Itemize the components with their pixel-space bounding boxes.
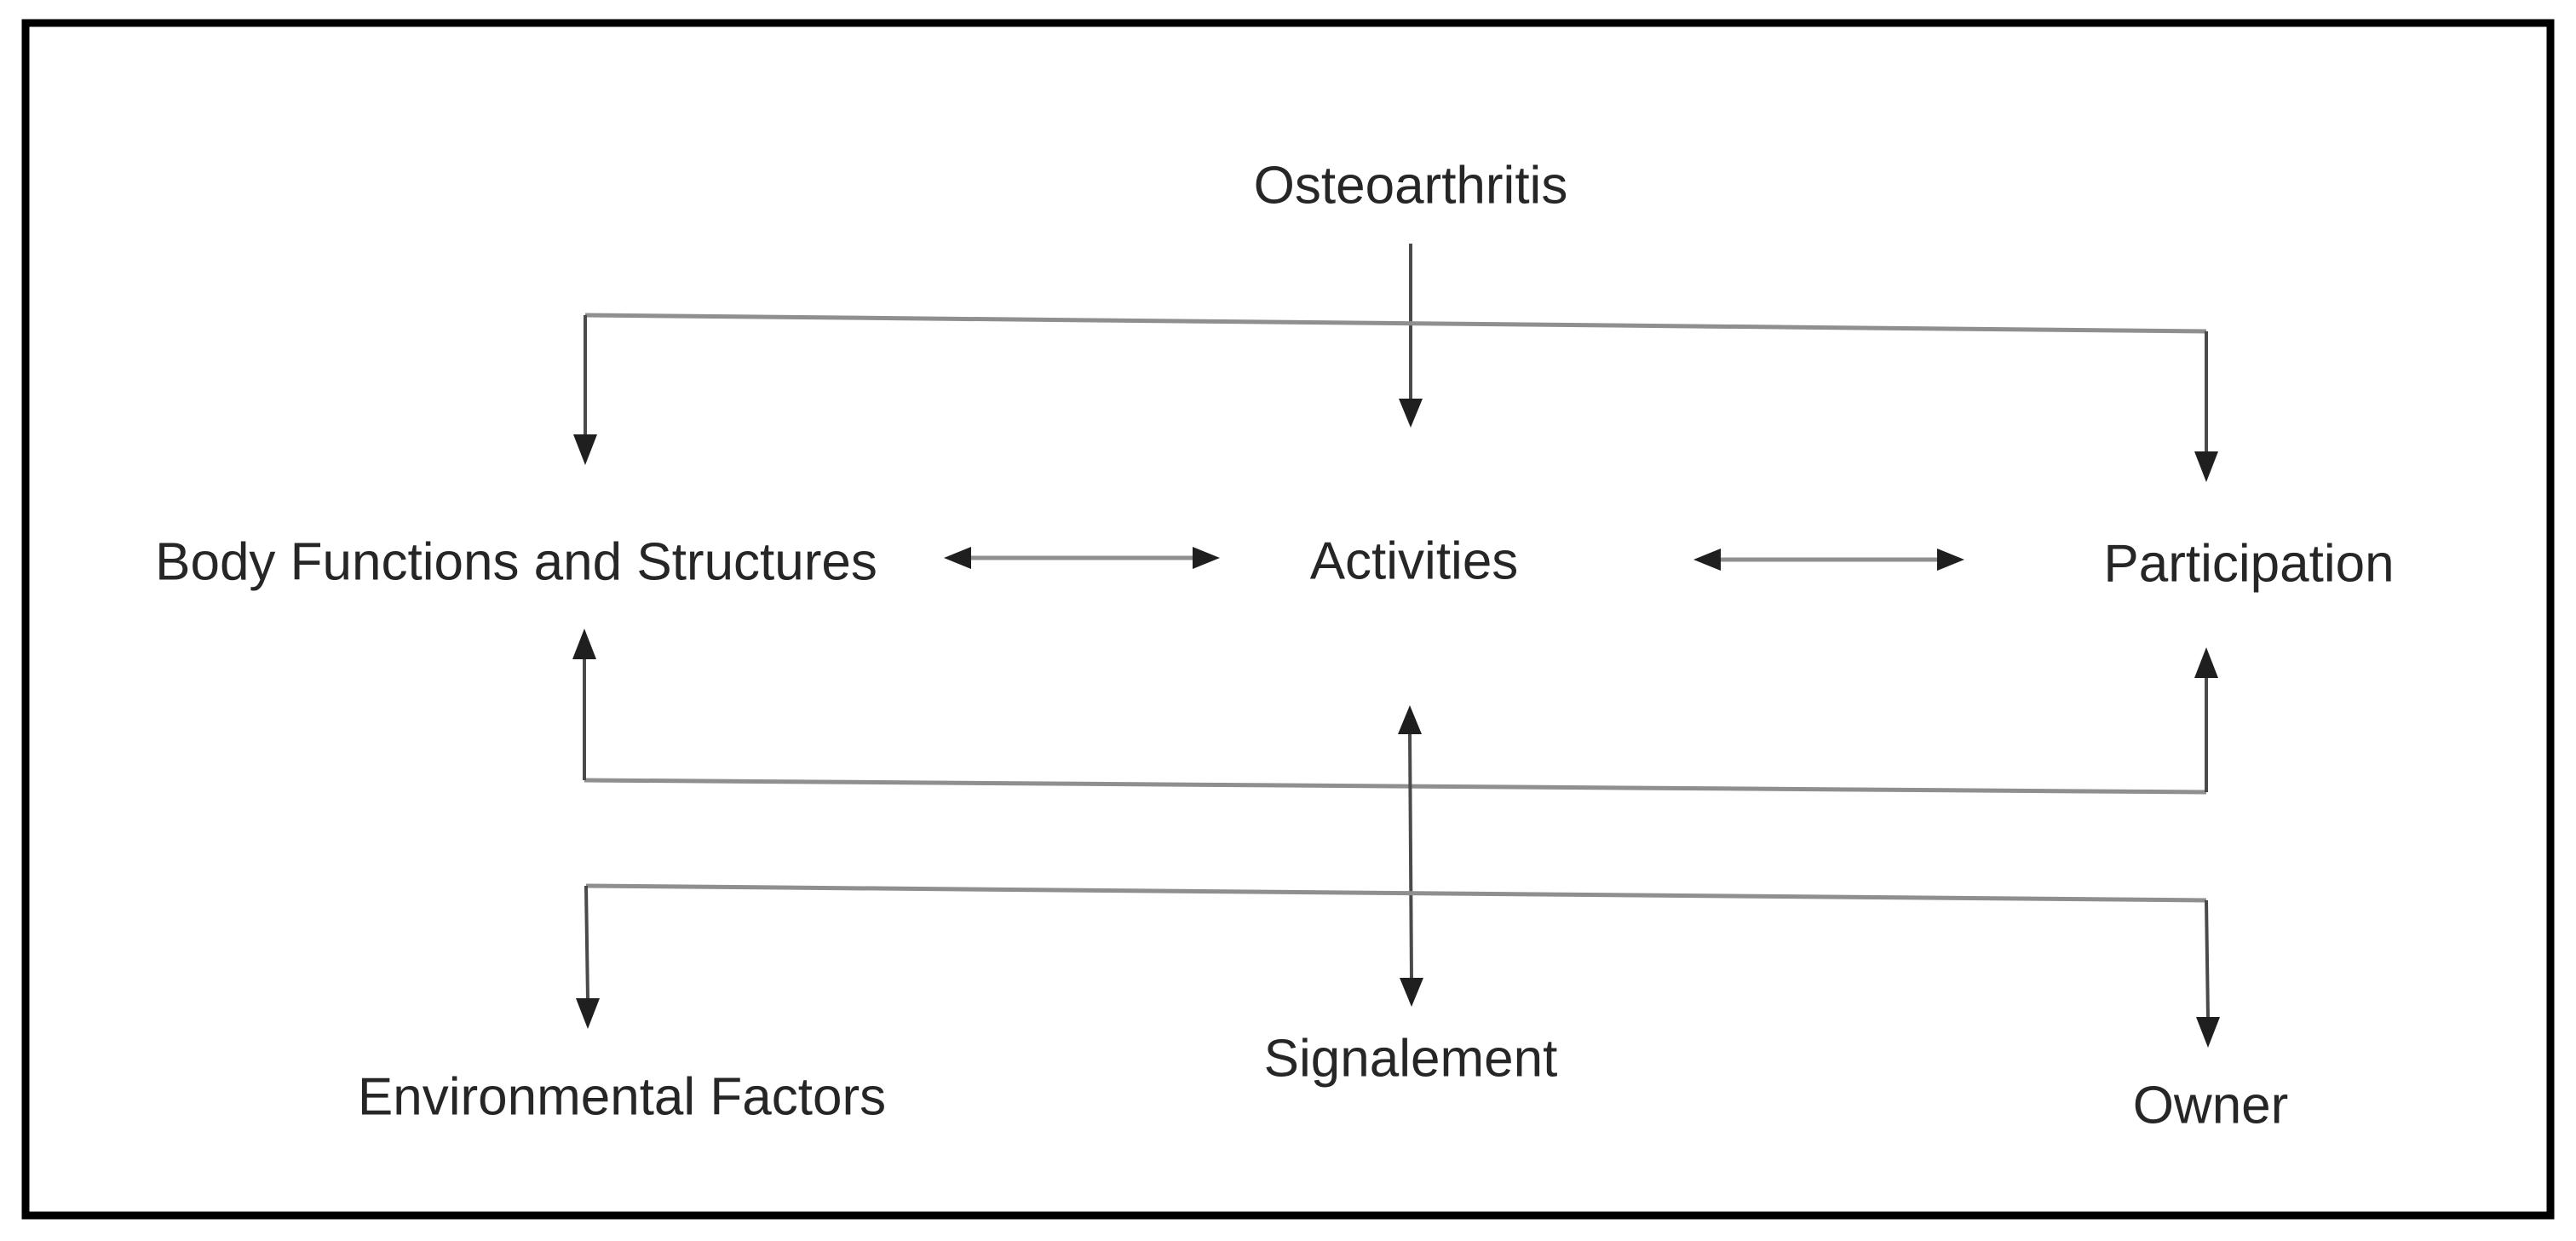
node-owner-label: Owner (2132, 1076, 2289, 1135)
edge-lower-branch-line (576, 883, 2220, 1048)
edge-activities-signalement-double-arrow (1398, 705, 1423, 1007)
node-body-functions-label: Body Functions and Structures (155, 532, 877, 592)
edge-feedback-line (572, 629, 2218, 795)
diagram-frame (21, 19, 2555, 1220)
node-participation-label: Participation (2103, 534, 2395, 594)
node-signalement-label: Signalement (1263, 1029, 1558, 1089)
edge-osteoarthritis-to-activities (1399, 244, 1423, 428)
node-activities-label: Activities (1309, 531, 1519, 591)
edge-osteoarthritis-branch-line (573, 313, 2218, 482)
node-environmental-factors-label: Environmental Factors (357, 1067, 887, 1127)
edge-bodyfunctions-activities-double-arrow (944, 547, 1220, 569)
node-osteoarthritis-label: Osteoarthritis (1253, 156, 1568, 215)
edge-activities-participation-double-arrow (1693, 549, 1964, 571)
